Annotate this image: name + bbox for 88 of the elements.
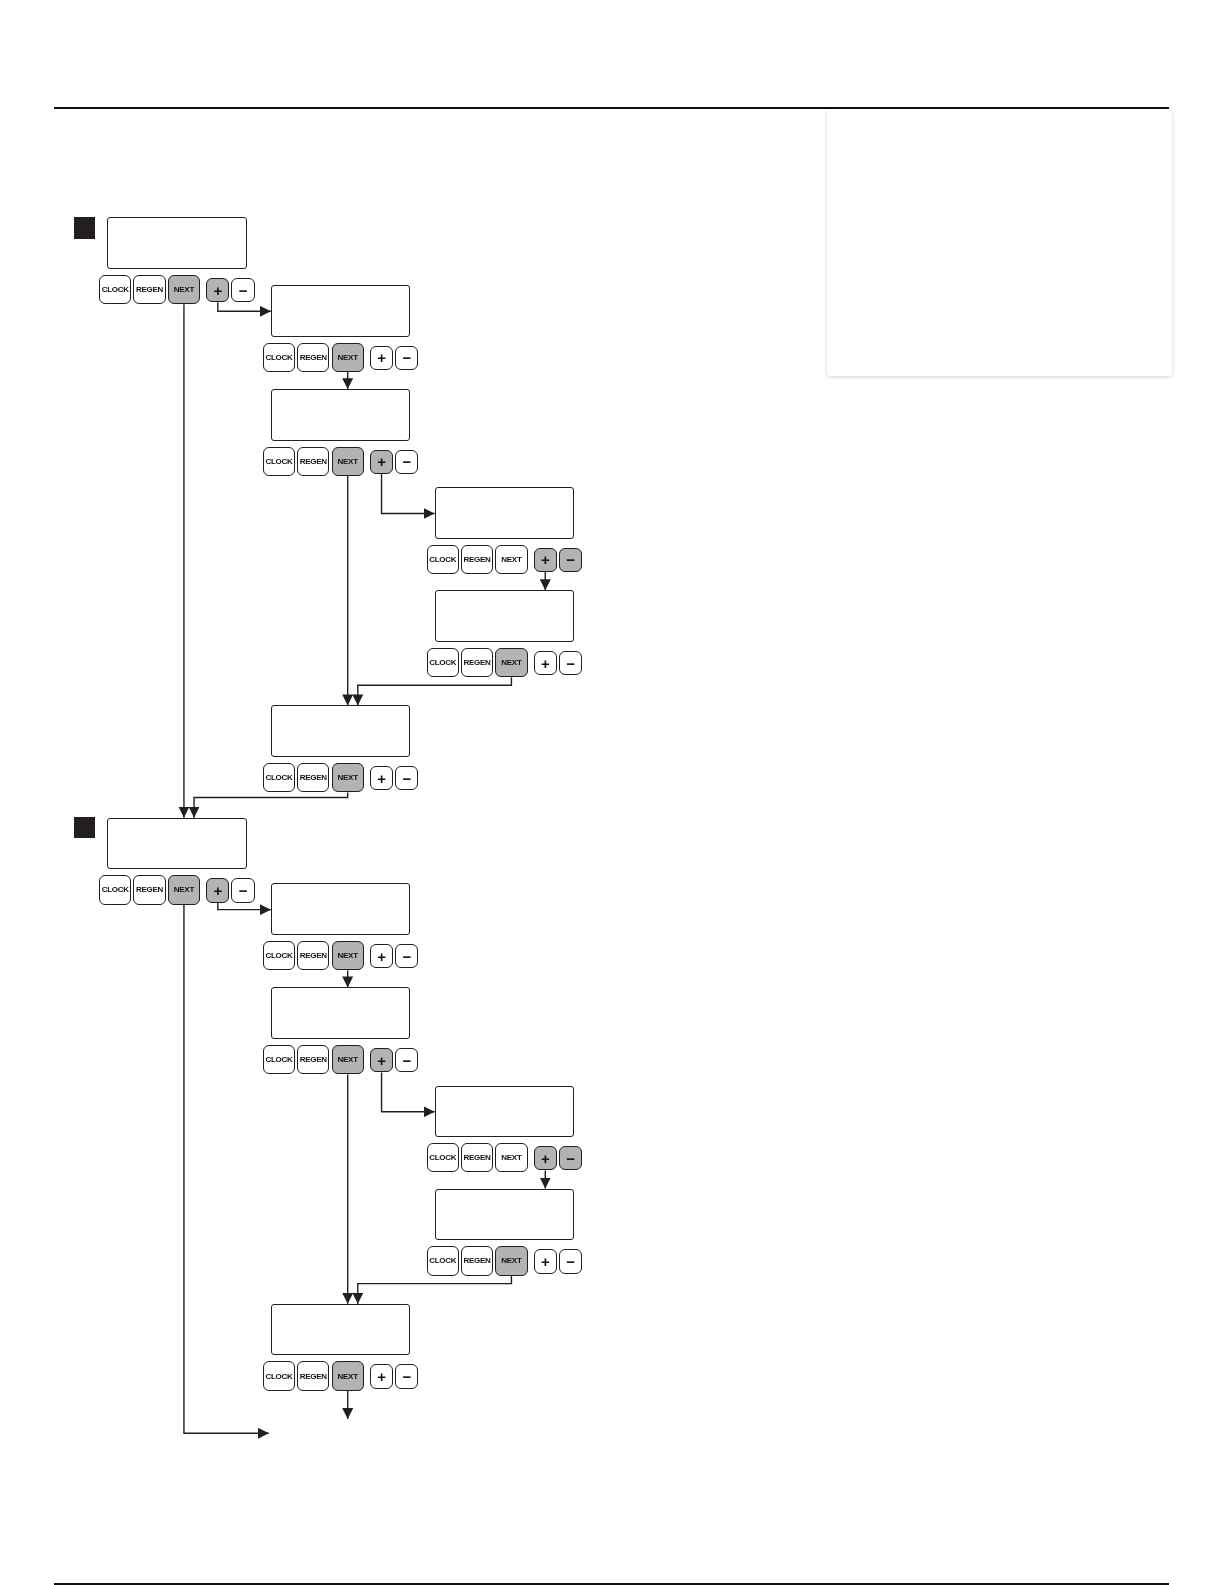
keypad-button: + [533,1146,557,1171]
keypad-button: NEXT [495,1246,528,1276]
keypad-button: − [395,1364,419,1389]
arrow [217,301,272,317]
keypad-button: CLOCK [262,342,296,372]
keypad-button: REGEN [297,1361,330,1391]
keypad-button: NEXT [167,274,201,305]
arrow [380,473,436,519]
keypad-button: CLOCK [99,875,132,905]
arrow [380,1071,436,1118]
keypad-button: + [206,277,230,303]
keypad-button: + [369,1048,394,1073]
keypad-button: + [533,547,557,573]
keypad-button: REGEN [133,875,166,905]
keypad-button: − [395,766,419,791]
keypad-button: CLOCK [426,1143,459,1173]
display-screen [107,217,247,269]
keypad-button: CLOCK [426,647,459,678]
keypad-button: + [369,449,394,474]
keypad-button: − [558,650,583,676]
arrow [352,1274,513,1305]
keypad-button: CLOCK [426,1246,459,1276]
keypad-button: − [231,277,255,303]
keypad-button: + [206,878,230,903]
keypad-button: NEXT [495,1143,528,1173]
keypad-button: REGEN [297,342,330,372]
keypad-button: + [369,345,394,370]
keypad-button: REGEN [460,647,494,678]
keypad-button: NEXT [331,763,364,793]
arrow [183,903,270,1439]
keypad-button: REGEN [297,941,330,971]
arrow [217,901,272,916]
keypad-button: − [558,547,583,573]
keypad-button: − [395,345,419,370]
arrow [539,571,551,591]
display-screen [270,389,411,441]
arrow [342,1390,354,1420]
display-screen [270,883,411,935]
arrow [352,676,513,707]
display-screen [434,590,575,642]
arrow [342,371,354,390]
keypad-button: + [533,1249,557,1274]
keypad-button: CLOCK [262,763,296,793]
display-screen [270,1303,411,1356]
display-screen [107,817,247,870]
display-screen [434,487,575,539]
keypad-button: REGEN [460,1246,494,1276]
keypad-button: NEXT [495,544,528,575]
arrow [342,969,354,989]
keypad-button: NEXT [331,342,364,372]
display-screen [270,705,411,758]
keypad-button: NEXT [495,647,528,678]
keypad-button: NEXT [331,941,364,971]
arrow [178,303,190,819]
keypad-button: REGEN [133,274,166,305]
keypad-button: REGEN [460,1143,494,1173]
keypad-button: NEXT [331,1045,364,1075]
display-screen [434,1188,575,1241]
display-screen [270,285,411,337]
arrow [342,1073,354,1305]
keypad-button: NEXT [167,875,201,905]
keypad-button: NEXT [331,446,364,477]
keypad-button: + [533,650,557,676]
keypad-button: CLOCK [262,1045,296,1075]
keypad-button: NEXT [331,1361,364,1391]
display-screen [270,987,411,1039]
keypad-button: + [369,944,394,969]
keypad-button: − [395,449,419,474]
keypad-button: − [558,1146,583,1171]
keypad-button: REGEN [460,544,494,575]
keypad-button: CLOCK [426,544,459,575]
arrow [342,475,354,707]
keypad-button: + [369,766,394,791]
keypad-button: CLOCK [262,941,296,971]
display-screen [434,1085,575,1138]
keypad-button: REGEN [297,1045,330,1075]
keypad-button: − [395,1048,419,1073]
keypad-button: REGEN [297,763,330,793]
keypad-button: − [558,1249,583,1274]
arrow [188,791,349,819]
keypad-button: − [395,944,419,969]
keypad-button: CLOCK [262,446,296,477]
arrow [539,1169,551,1190]
keypad-button: REGEN [297,446,330,477]
keypad-button: CLOCK [262,1361,296,1391]
keypad-button: + [369,1364,394,1389]
keypad-button: CLOCK [99,274,132,305]
keypad-button: − [231,878,255,903]
